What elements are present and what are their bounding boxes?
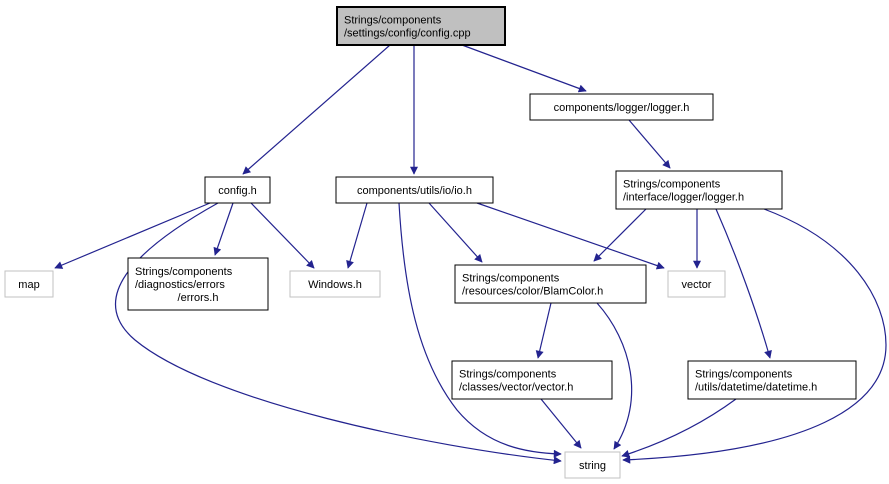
node-label-io-h: components/utils/io/io.h [357,185,472,197]
node-label-vector-h: Strings/components/classes/vector/vector… [459,369,573,394]
node-box-string[interactable] [564,451,621,479]
edge-blamcolor_h-to-vector_h [535,302,552,359]
node-box-logger-h[interactable] [529,93,714,121]
edge-io_h-to-windows_h [346,202,368,269]
node-iface-logger-h[interactable]: Strings/components/interface/logger/logg… [615,170,783,210]
node-box-windows-h[interactable] [289,270,381,298]
edge-config_cpp-to-config_h [242,44,391,175]
edge-iface_logger_h-to-datetime_h [715,208,772,359]
node-box-io-h[interactable] [335,176,494,204]
node-logger-h[interactable]: components/logger/logger.h [529,93,714,121]
node-label-windows-h: Windows.h [308,279,362,291]
node-io-h[interactable]: components/utils/io/io.h [335,176,494,204]
node-label-errors-h: Strings/components/diagnostics/errors/er… [135,266,233,304]
edge-io_h-to-vector [476,202,665,270]
node-label-config-cpp: Strings/components/settings/config/confi… [344,15,471,40]
edge-blamcolor_h-to-string [596,302,633,450]
node-config-h[interactable]: config.h [204,176,271,204]
node-label-map: map [18,279,39,291]
edge-config_h-to-string [115,202,562,465]
node-label-logger-h: components/logger/logger.h [554,102,690,114]
node-box-datetime-h[interactable] [687,360,857,400]
node-box-vector[interactable] [667,270,726,298]
node-box-map[interactable] [4,270,54,298]
nodes-layer: Strings/components/settings/config/confi… [4,6,857,479]
node-config-cpp[interactable]: Strings/components/settings/config/confi… [336,6,506,46]
node-string[interactable]: string [564,451,621,479]
edge-logger_h-to-iface_logger_h [628,119,671,169]
edge-datetime_h-to-string [621,398,737,458]
edge-io_h-to-string [398,202,562,458]
node-label-iface-logger-h: Strings/components/interface/logger/logg… [623,179,744,204]
edge-config_cpp-to-logger_h [461,44,587,93]
node-datetime-h[interactable]: Strings/components/utils/datetime/dateti… [687,360,857,400]
node-box-blamcolor-h[interactable] [454,264,647,304]
node-vector-h[interactable]: Strings/components/classes/vector/vector… [451,360,613,400]
node-label-datetime-h: Strings/components/utils/datetime/dateti… [695,369,817,394]
node-label-blamcolor-h: Strings/components/resources/color/BlamC… [462,273,603,298]
node-vector[interactable]: vector [667,270,726,298]
node-box-config-h[interactable] [204,176,271,204]
edges-layer [54,44,887,465]
node-blamcolor-h[interactable]: Strings/components/resources/color/BlamC… [454,264,647,304]
edge-config_h-to-windows_h [250,202,315,269]
node-label-string: string [579,460,606,472]
node-label-config-h: config.h [218,185,257,197]
edge-config_h-to-map [54,202,211,269]
node-errors-h[interactable]: Strings/components/diagnostics/errors/er… [127,257,269,311]
edge-vector_h-to-string [540,398,582,449]
node-box-errors-h[interactable] [127,257,269,311]
node-map[interactable]: map [4,270,54,298]
edge-iface_logger_h-to-string [622,208,887,464]
node-box-config-cpp[interactable] [336,6,506,46]
node-box-vector-h[interactable] [451,360,613,400]
edge-iface_logger_h-to-blamcolor_h [593,208,647,262]
edge-io_h-to-blamcolor_h [428,202,483,263]
edge-config_h-to-errors_h [213,202,234,256]
node-windows-h[interactable]: Windows.h [289,270,381,298]
node-box-iface-logger-h[interactable] [615,170,783,210]
node-label-vector: vector [682,279,712,291]
